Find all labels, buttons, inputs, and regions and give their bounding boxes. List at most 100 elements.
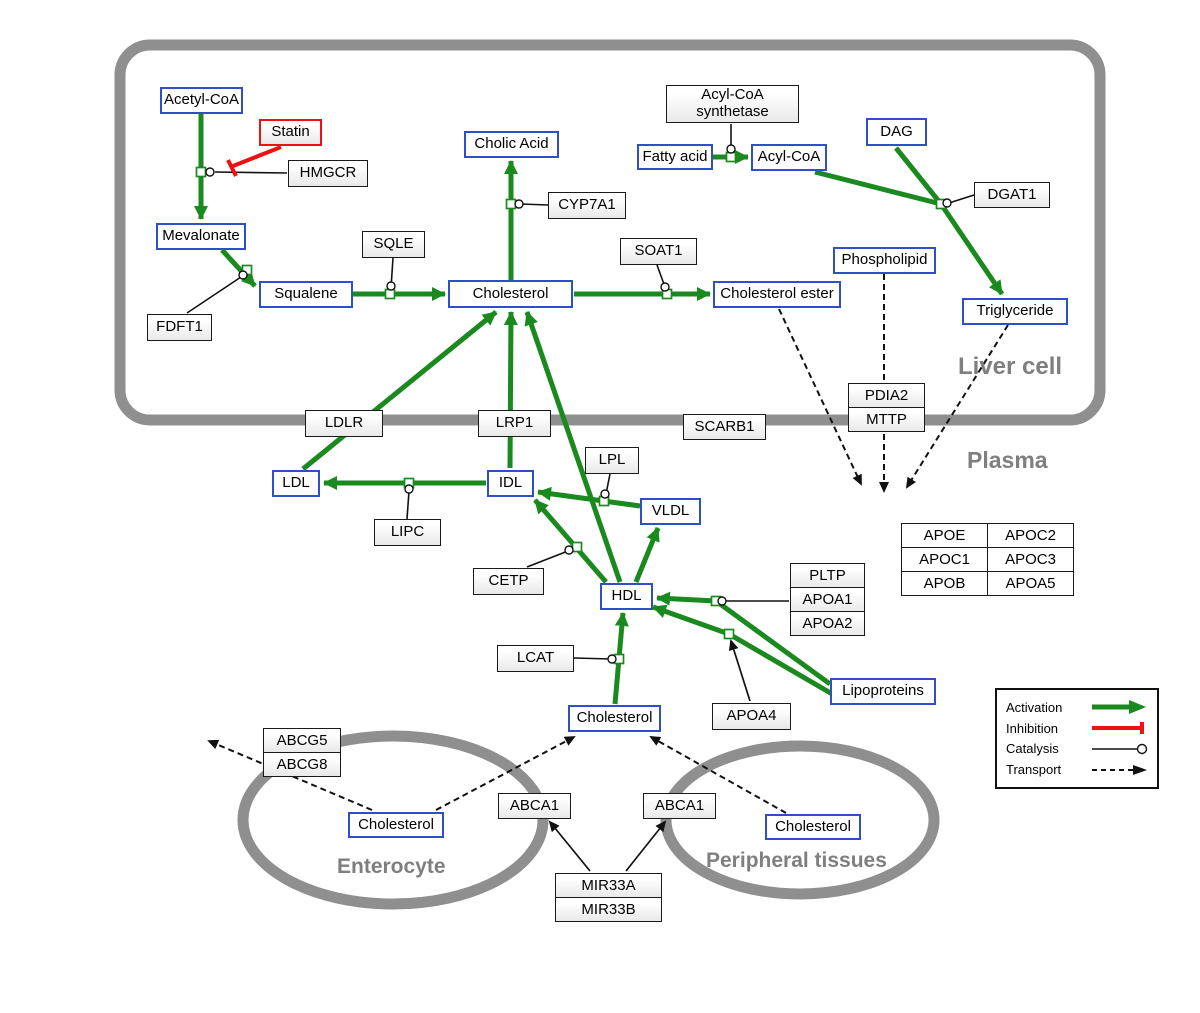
node-fdft1: FDFT1 bbox=[147, 314, 212, 341]
node-apoc1: APOC1 bbox=[901, 547, 988, 572]
node-dag: DAG bbox=[866, 118, 927, 146]
node-phospholipid: Phospholipid bbox=[833, 247, 936, 274]
inhibition-statin-tbar bbox=[226, 159, 238, 177]
node-lipc: LIPC bbox=[374, 519, 441, 546]
edge-apoa4-node bbox=[728, 639, 751, 702]
enterocyte-label: Enterocyte bbox=[337, 855, 446, 878]
node-apoa1: APOA1 bbox=[790, 587, 865, 612]
transport-peripheral-cholesterol-plasma bbox=[649, 736, 787, 814]
legend-transport-label: Transport bbox=[1006, 762, 1062, 778]
edge-dgat1node-triglyceride bbox=[938, 202, 1005, 296]
node-apoc3: APOC3 bbox=[987, 547, 1074, 572]
peripheral-tissues-label: Peripheral tissues bbox=[706, 849, 887, 872]
abcg5-abcg8-group: ABCG5 ABCG8 bbox=[263, 728, 341, 777]
node-cholesterol-ester: Cholesterol ester bbox=[713, 281, 841, 308]
transport-cholesterolester-plasma bbox=[778, 308, 862, 486]
catalysis-anchor bbox=[607, 654, 617, 664]
catalysis-anchor bbox=[205, 167, 215, 177]
legend-row-inhibition: Inhibition bbox=[1006, 718, 1148, 739]
catalysis-anchor bbox=[514, 199, 524, 209]
apolipoprotein-table: APOE APOC2 APOC1 APOC3 APOB APOA5 bbox=[901, 523, 1074, 596]
node-cyp7a1: CYP7A1 bbox=[548, 192, 626, 219]
edge-mir33-abca1-enterocyte bbox=[548, 820, 591, 872]
node-cholesterol-liver: Cholesterol bbox=[448, 280, 573, 308]
node-abcg5: ABCG5 bbox=[263, 728, 341, 753]
reaction-node bbox=[505, 198, 517, 210]
catalysis-anchor bbox=[660, 282, 670, 292]
catalysis-anchor bbox=[942, 198, 952, 208]
node-sqle: SQLE bbox=[362, 231, 425, 258]
catalysis-hmgcr bbox=[214, 171, 288, 174]
node-apoa5: APOA5 bbox=[987, 571, 1074, 596]
node-cholesterol-peripheral: Cholesterol bbox=[765, 814, 861, 840]
reaction-node bbox=[723, 628, 735, 640]
inhibition-tbar-icon bbox=[1092, 722, 1144, 735]
liver-cell-membrane bbox=[114, 39, 1106, 426]
node-cholesterol-enterocyte: Cholesterol bbox=[348, 812, 444, 838]
transport-enterocyte-cholesterol-plasma bbox=[435, 736, 576, 811]
enterocyte-membrane bbox=[237, 730, 549, 910]
node-abcg8: ABCG8 bbox=[263, 752, 341, 777]
legend-activation-label: Activation bbox=[1006, 699, 1063, 715]
node-hdl: HDL bbox=[600, 583, 653, 610]
node-lipoproteins: Lipoproteins bbox=[830, 678, 936, 705]
node-squalene: Squalene bbox=[259, 281, 353, 308]
catalysis-anchor bbox=[404, 484, 414, 494]
node-abca1-enterocyte: ABCA1 bbox=[498, 793, 571, 819]
edge-idl-cholesterol bbox=[503, 311, 518, 469]
node-pdia2: PDIA2 bbox=[848, 383, 925, 408]
edge-mevalonate-squalene bbox=[220, 248, 257, 288]
node-pltp: PLTP bbox=[790, 563, 865, 588]
edge-ldl-cholesterol bbox=[301, 310, 498, 471]
node-cholic-acid: Cholic Acid bbox=[464, 131, 559, 158]
reaction-node bbox=[384, 288, 396, 300]
mir33-group: MIR33A MIR33B bbox=[555, 873, 662, 922]
edge-hdl-vldl bbox=[633, 527, 661, 583]
pdia2-mttp-group: PDIA2 MTTP bbox=[848, 383, 925, 432]
node-fatty-acid: Fatty acid bbox=[637, 144, 713, 170]
activation-arrow-icon bbox=[1092, 700, 1146, 715]
catalysis-anchor bbox=[564, 545, 574, 555]
node-lrp1: LRP1 bbox=[478, 410, 551, 437]
reaction-node bbox=[195, 166, 207, 178]
catalysis-circle-icon bbox=[1092, 743, 1148, 755]
legend-row-catalysis: Catalysis bbox=[1006, 739, 1148, 760]
pltp-apoa-group: PLTP APOA1 APOA2 bbox=[790, 563, 865, 636]
edge-hdl-idl-cetp bbox=[533, 498, 608, 584]
node-ldlr: LDLR bbox=[305, 410, 383, 437]
node-cholesterol-plasma: Cholesterol bbox=[568, 705, 661, 732]
inhibition-statin-line bbox=[232, 145, 282, 168]
node-triglyceride: Triglyceride bbox=[962, 298, 1068, 325]
node-acyl-coa: Acyl-CoA bbox=[751, 144, 827, 171]
edge-vldl-idl bbox=[537, 486, 641, 509]
node-apob: APOB bbox=[901, 571, 988, 596]
legend-row-transport: Transport bbox=[1006, 759, 1148, 780]
node-lcat: LCAT bbox=[497, 645, 574, 672]
plasma-label: Plasma bbox=[967, 447, 1048, 473]
catalysis-cetp bbox=[526, 550, 569, 568]
node-scarb1: SCARB1 bbox=[683, 414, 766, 440]
peripheral-tissues-membrane bbox=[660, 740, 940, 900]
node-mir33a: MIR33A bbox=[555, 873, 662, 898]
node-cetp: CETP bbox=[473, 568, 544, 595]
node-mevalonate: Mevalonate bbox=[156, 223, 246, 250]
node-apoe: APOE bbox=[901, 523, 988, 548]
node-dgat1: DGAT1 bbox=[974, 182, 1050, 208]
legend: Activation Inhibition Catalysis Transpor… bbox=[995, 688, 1159, 789]
node-apoc2: APOC2 bbox=[987, 523, 1074, 548]
node-ldl: LDL bbox=[272, 470, 320, 497]
node-statin: Statin bbox=[259, 119, 322, 146]
node-soat1: SOAT1 bbox=[620, 238, 697, 265]
node-lpl: LPL bbox=[585, 447, 639, 474]
edge-dag-dgat1-node bbox=[894, 146, 943, 206]
node-idl: IDL bbox=[487, 470, 534, 497]
catalysis-cyp7a1 bbox=[520, 203, 549, 206]
catalysis-anchor bbox=[726, 144, 736, 154]
transport-triglyceride-plasma bbox=[905, 324, 1009, 489]
node-apoa4: APOA4 bbox=[712, 703, 791, 730]
edge-hdl-cholesterol bbox=[524, 311, 623, 583]
node-vldl: VLDL bbox=[640, 498, 701, 525]
node-acyl-coa-synthetase: Acyl-CoA synthetase bbox=[666, 85, 799, 123]
node-apoa2: APOA2 bbox=[790, 611, 865, 636]
